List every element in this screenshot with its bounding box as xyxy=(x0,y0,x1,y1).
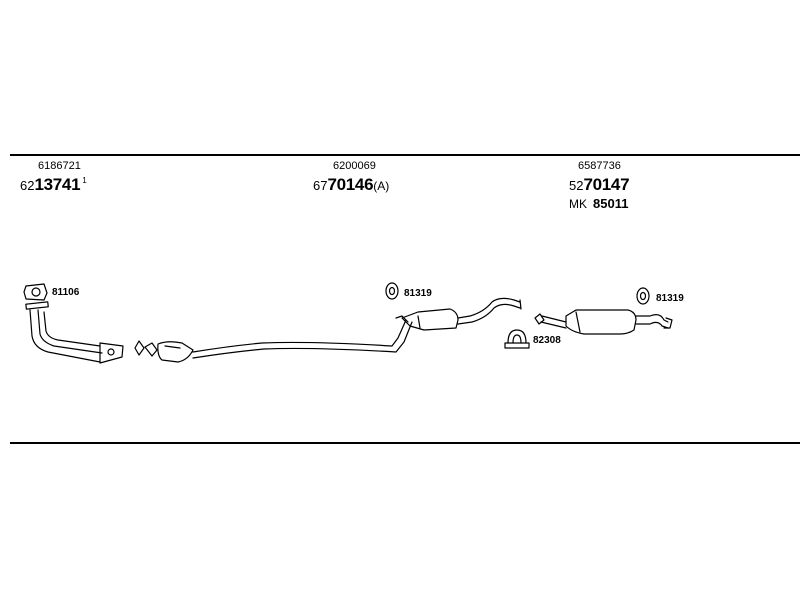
group-1-superscript: 1 xyxy=(82,176,87,185)
bottom-divider-line xyxy=(10,442,800,444)
group-2-suffix: (A) xyxy=(373,179,390,193)
group-2-main: 70146 xyxy=(327,175,374,194)
label-hanger-81319-a: 81319 xyxy=(404,288,432,299)
label-gasket-81106: 81106 xyxy=(52,287,80,298)
group-3-main: 70147 xyxy=(583,175,630,194)
group-3-kit-number: 85011 xyxy=(593,196,629,211)
hanger-81319-a-icon xyxy=(385,282,399,300)
group-2-ref: 6200069 xyxy=(333,160,376,172)
middle-pipe-icon xyxy=(192,319,413,359)
center-silencer-icon xyxy=(395,297,522,331)
group-1-main: 13741 xyxy=(34,175,81,194)
hanger-81319-b-icon xyxy=(636,287,650,305)
group-2-part-number: 6770146(A) xyxy=(313,176,389,194)
front-pipe-icon xyxy=(25,301,124,364)
rear-silencer-icon xyxy=(534,309,673,335)
group-3-ref: 6587736 xyxy=(578,160,621,172)
front-silencer-icon xyxy=(134,340,194,363)
group-3-part-number: 5270147 xyxy=(569,175,630,194)
gasket-81106-icon xyxy=(23,283,48,301)
label-clamp-82308: 82308 xyxy=(533,335,561,346)
label-hanger-81319-b: 81319 xyxy=(656,293,684,304)
group-3-prefix: 52 xyxy=(569,178,584,193)
top-divider-line xyxy=(10,154,800,156)
group-2-prefix: 67 xyxy=(313,178,328,193)
group-3-kit-label: MK xyxy=(569,197,587,211)
group-1-ref: 6186721 xyxy=(38,160,81,172)
clamp-82308-icon xyxy=(504,329,530,349)
group-1-prefix: 62 xyxy=(20,178,35,193)
group-3-kit: MK 85011 xyxy=(569,196,628,212)
